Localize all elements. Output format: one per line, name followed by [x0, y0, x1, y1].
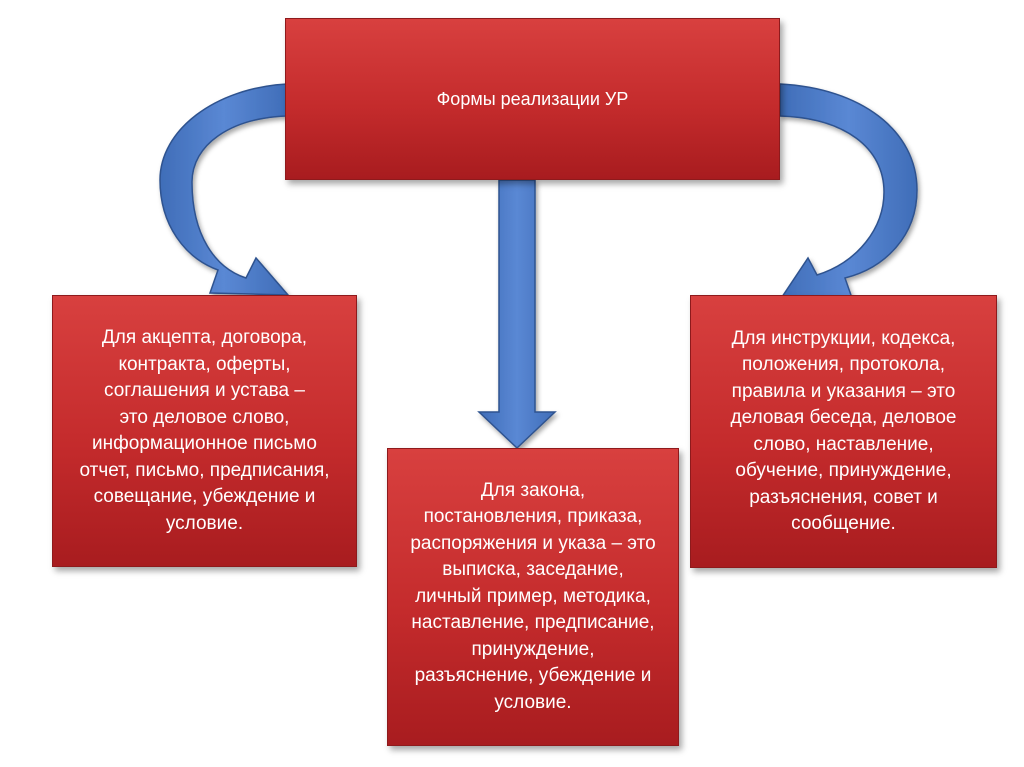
- center-box-law: Для закона, постановления, приказа, расп…: [387, 448, 679, 746]
- top-box-forms: Формы реализации УР: [285, 18, 780, 180]
- center-box-text: Для закона, постановления, приказа, расп…: [410, 479, 656, 713]
- top-box-title: Формы реализации УР: [436, 89, 629, 109]
- right-box-text: Для инструкции, кодекса, положения, прот…: [730, 327, 957, 535]
- left-box-text: Для акцепта, договора, контракта, оферты…: [79, 327, 330, 534]
- center-down-arrow: [477, 179, 557, 450]
- left-curved-arrow: [159, 83, 290, 296]
- right-curved-arrow: [778, 83, 918, 301]
- right-box-instruction: Для инструкции, кодекса, положения, прот…: [690, 295, 997, 568]
- left-box-acceptance: Для акцепта, договора, контракта, оферты…: [52, 295, 357, 567]
